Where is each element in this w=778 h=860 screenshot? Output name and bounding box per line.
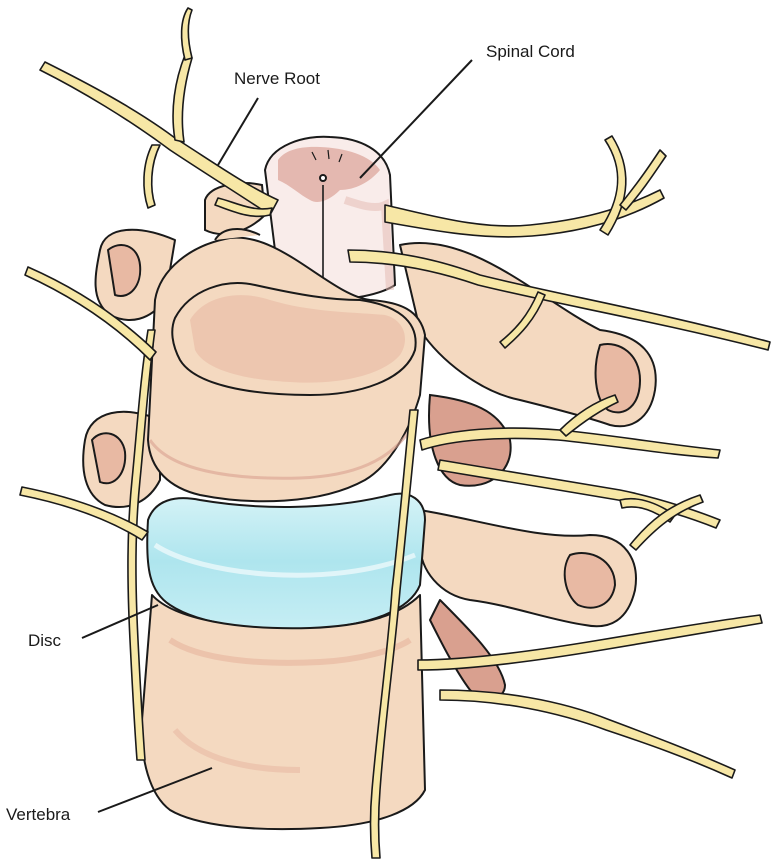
nerve-root-leader	[218, 98, 258, 165]
disc-leader	[82, 605, 158, 638]
intervertebral-disc	[147, 494, 425, 629]
vertebra-label: Vertebra	[6, 806, 70, 823]
transverse-process-lower-right	[420, 510, 636, 699]
spinal-cord-label: Spinal Cord	[486, 43, 575, 60]
nerve-root-label: Nerve Root	[234, 70, 320, 87]
spinal-cord-leader	[360, 60, 472, 178]
disc-label: Disc	[28, 632, 61, 649]
